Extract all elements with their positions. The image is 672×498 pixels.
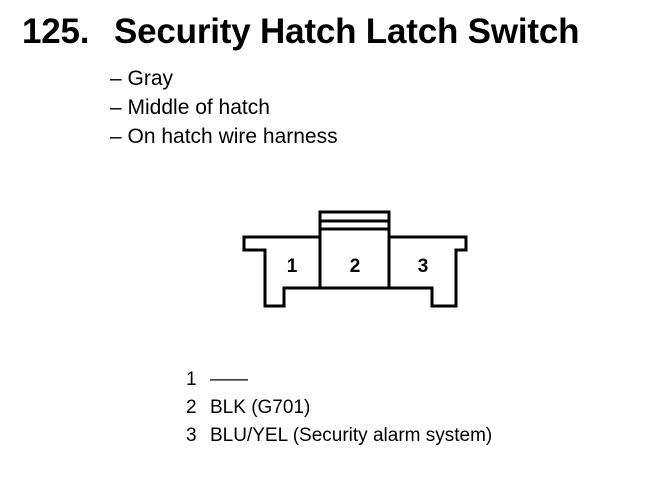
pinout-item: 2 BLK (G701) <box>186 394 492 422</box>
page-title: 125. Security Hatch Latch Switch <box>22 10 579 54</box>
terminal-2-label: 2 <box>350 256 361 277</box>
pinout-list: 1 —— 2 BLK (G701) 3 BLU/YEL (Security alarm… <box>186 366 492 450</box>
pin-number: 2 <box>186 397 197 418</box>
connector-outline <box>242 210 468 308</box>
component-details: – Gray – Middle of hatch – On hatch wire… <box>110 64 338 151</box>
pin-description: —— <box>210 369 248 390</box>
pinout-item: 1 —— <box>186 366 492 394</box>
terminal-1-label: 1 <box>287 256 298 277</box>
detail-color: – Gray <box>110 67 174 90</box>
pin-number: 1 <box>186 369 197 390</box>
detail-location: – Middle of hatch <box>110 96 270 119</box>
pin-number: 3 <box>186 425 197 446</box>
pinout-item: 3 BLU/YEL (Security alarm system) <box>186 422 492 450</box>
pin-description: BLK (G701) <box>210 397 311 418</box>
terminal-3-label: 3 <box>418 256 429 277</box>
component-name: Security Hatch Latch Switch <box>114 12 580 51</box>
section-number: 125. <box>22 12 90 51</box>
detail-harness: – On hatch wire harness <box>110 125 338 148</box>
pin-description: BLU/YEL (Security alarm system) <box>210 425 493 446</box>
